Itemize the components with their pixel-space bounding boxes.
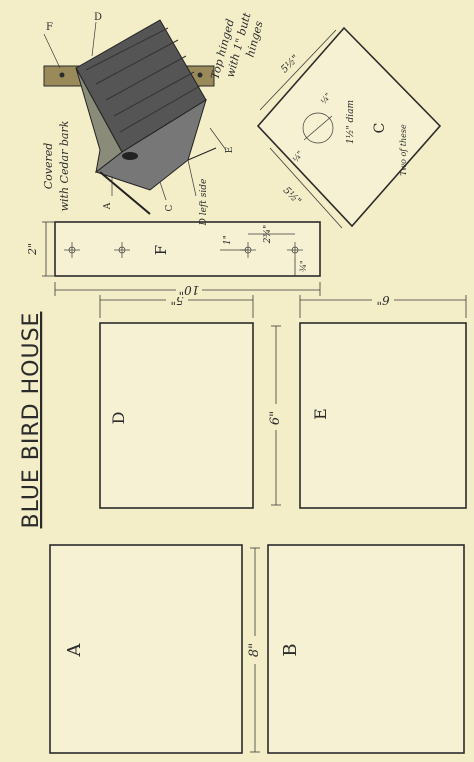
panel-e-label: E bbox=[311, 408, 330, 420]
panel-b bbox=[267, 544, 465, 754]
dimension-top-row: 5" 6" bbox=[99, 292, 467, 318]
dimension-10in-label: 10" bbox=[179, 283, 200, 297]
dimension-2in-label: 2" bbox=[26, 243, 39, 256]
part-c-dim-bottom: 5½" bbox=[281, 185, 303, 207]
part-c-label: C bbox=[372, 123, 388, 134]
panel-d bbox=[99, 322, 254, 509]
hole-dim-2-3-4: 2¾" bbox=[262, 225, 273, 245]
panel-e bbox=[299, 322, 467, 509]
hinge-note: Top hinged with 1" butt hinges bbox=[208, 11, 265, 81]
dimension-6in: 6" bbox=[267, 325, 285, 506]
panel-a bbox=[49, 544, 243, 754]
dimension-6in-label: 6" bbox=[268, 411, 283, 425]
hole-dim-1: 1" bbox=[223, 235, 233, 245]
iso-label-a: A bbox=[103, 202, 113, 210]
page-title: BLUE BIRD HOUSE bbox=[19, 312, 44, 529]
dimension-8in-label: 8" bbox=[247, 643, 262, 657]
isometric-birdhouse: F D A C D left side E Covered with Cedar… bbox=[42, 12, 235, 226]
note-covered: Covered bbox=[42, 143, 55, 190]
iso-label-d: D bbox=[94, 12, 102, 23]
iso-label-e: E bbox=[225, 147, 235, 154]
strip-f-hole-dims: 2¾" 1" ¾" bbox=[220, 225, 308, 276]
hole-dim-3-4: ¾" bbox=[299, 260, 308, 271]
iso-label-c: C bbox=[165, 204, 175, 211]
iso-label-left-side: D left side bbox=[199, 179, 209, 227]
dimension-8in: 8" bbox=[246, 547, 264, 753]
strip-f bbox=[54, 221, 321, 277]
note-cedar-bark: with Cedar bark bbox=[58, 120, 71, 211]
part-c: C 1½" diam Two of these ¼" ¼" 5½" 5½" bbox=[256, 26, 442, 229]
dimension-10in: 10" bbox=[54, 282, 321, 297]
panel-d-label: D bbox=[109, 412, 128, 425]
panel-a-label: A bbox=[64, 643, 85, 658]
part-c-dim-top: 5½" bbox=[279, 53, 301, 75]
panel-b-label: B bbox=[280, 643, 301, 656]
part-c-diam: 1½" diam bbox=[345, 100, 356, 144]
strip-f-label: F bbox=[152, 245, 170, 255]
dimension-2in: 2" bbox=[26, 221, 54, 277]
dimension-6in-top-label: 6" bbox=[376, 293, 389, 307]
iso-label-f: F bbox=[46, 22, 53, 33]
part-c-note: Two of these bbox=[399, 124, 408, 176]
